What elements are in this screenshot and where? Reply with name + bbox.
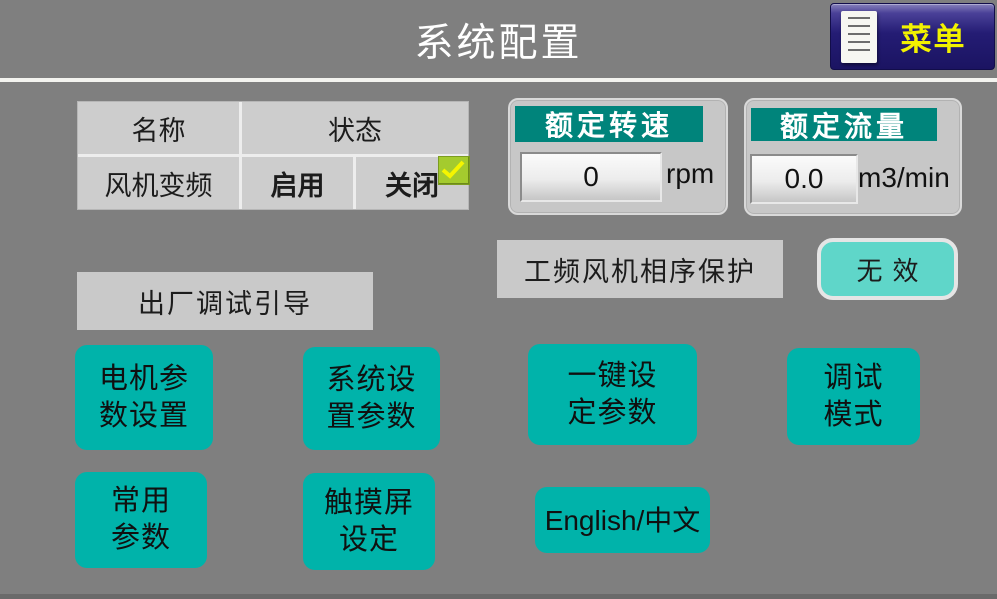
phase-protection-status-button[interactable]: 无效	[817, 238, 958, 300]
screen-bottom-edge	[0, 594, 997, 599]
checkbox-checked-icon[interactable]	[438, 156, 470, 185]
header-divider	[0, 78, 997, 82]
fan-status-table: 名称 状态 风机变频 启用 关闭	[77, 101, 470, 210]
document-list-icon-lines	[848, 16, 870, 57]
menu-button-label: 菜单	[900, 22, 967, 57]
table-header-name: 名称	[78, 102, 239, 154]
document-list-icon	[841, 10, 877, 63]
fan-close-cell[interactable]: 关闭	[356, 156, 470, 209]
table-row-fan-vfd: 风机变频	[78, 157, 239, 209]
fan-enable-cell[interactable]: 启用	[242, 157, 353, 209]
checkmark-icon	[441, 160, 465, 179]
rated-speed-unit: rpm	[666, 158, 715, 189]
rated-speed-panel: 额定转速 0 rpm	[508, 98, 728, 215]
rated-speed-title: 额定转速	[515, 106, 703, 142]
motor-params-button[interactable]: 电机参 数设置	[75, 345, 213, 450]
rated-flow-input[interactable]: 0.0	[750, 154, 858, 204]
debug-mode-button[interactable]: 调试 模式	[787, 348, 920, 445]
rated-flow-unit: m3/min	[858, 162, 950, 193]
fan-close-label: 关闭	[385, 170, 439, 201]
rated-flow-panel: 额定流量 0.0 m3/min	[744, 98, 962, 216]
phase-protection-label: 工频风机相序保护	[497, 240, 783, 298]
onekey-params-button[interactable]: 一键设 定参数	[528, 344, 697, 445]
touchscreen-setup-button[interactable]: 触摸屏 设定	[303, 473, 435, 570]
language-toggle-button[interactable]: English/中文	[535, 487, 710, 553]
rated-speed-input[interactable]: 0	[520, 152, 662, 202]
rated-flow-title: 额定流量	[751, 108, 937, 142]
factory-guide-button[interactable]: 出厂调试引导	[77, 272, 373, 330]
menu-button[interactable]: 菜单	[830, 3, 995, 70]
system-params-button[interactable]: 系统设 置参数	[303, 347, 440, 450]
page-title: 系统配置	[414, 22, 583, 65]
table-header-status: 状态	[242, 102, 468, 154]
common-params-button[interactable]: 常用 参数	[75, 472, 207, 568]
